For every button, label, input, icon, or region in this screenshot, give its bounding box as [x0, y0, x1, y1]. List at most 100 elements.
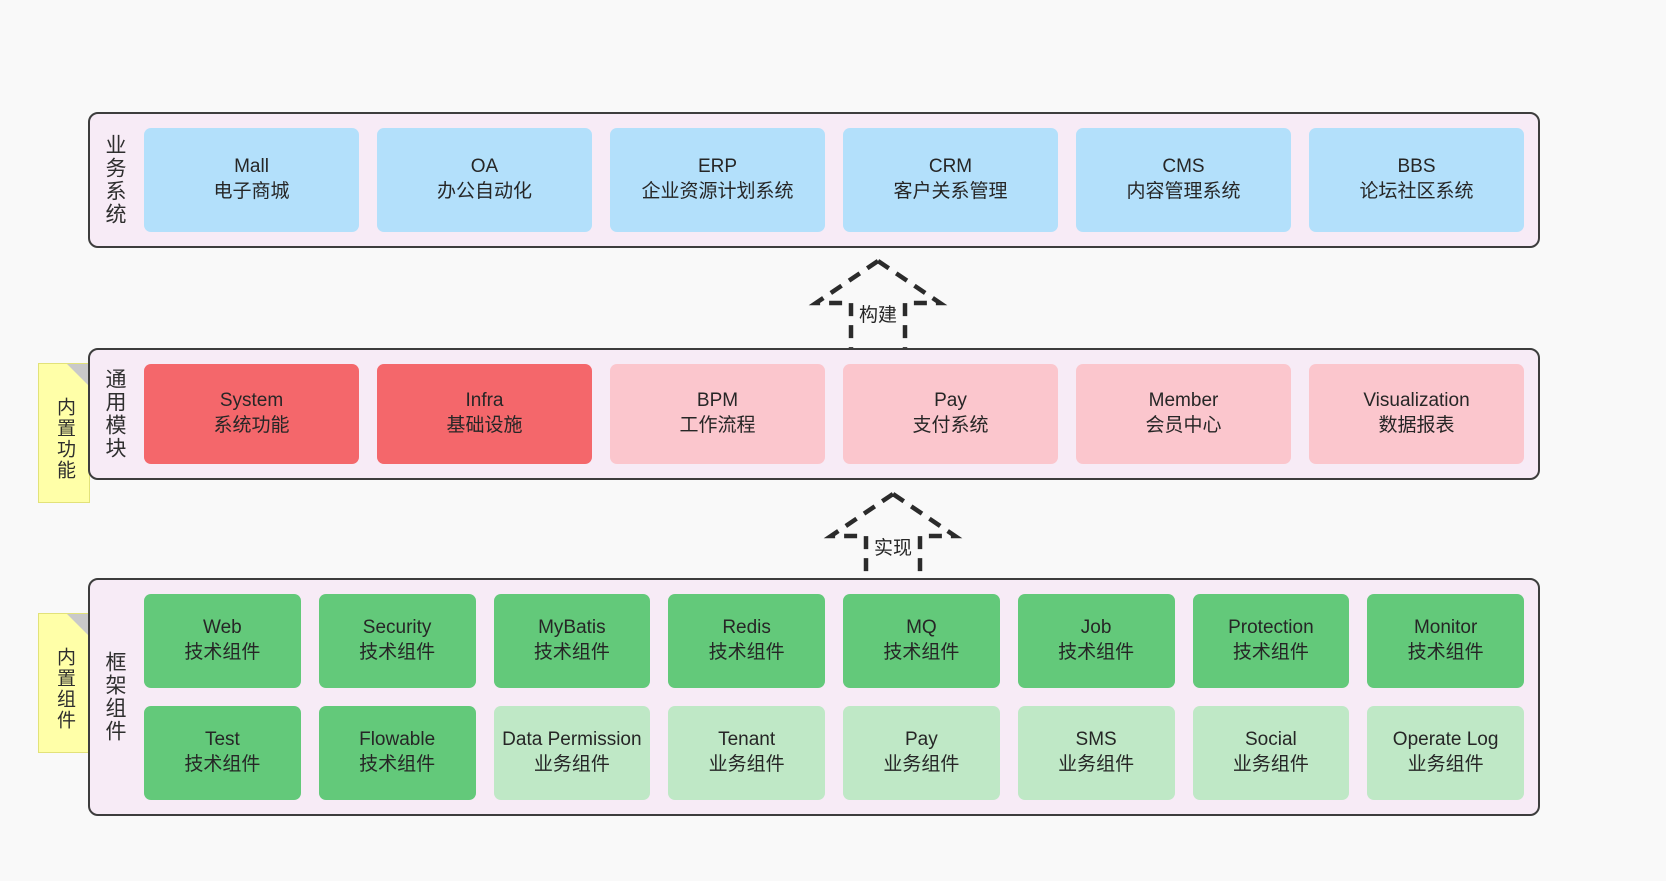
connector-implement-label: 实现	[870, 533, 916, 560]
card-subtitle: 技术组件	[883, 642, 960, 663]
card-subtitle: 论坛社区系统	[1359, 181, 1474, 202]
card-title: Redis	[722, 617, 771, 639]
card-web[interactable]: Web 技术组件	[144, 594, 301, 688]
sticky-note-label: 内置功能	[53, 397, 75, 481]
card-subtitle: 业务组件	[1407, 754, 1484, 775]
card-subtitle: 技术组件	[184, 642, 261, 663]
card-visualization[interactable]: Visualization 数据报表	[1309, 364, 1524, 464]
framework-components-cards: Web 技术组件 Security 技术组件 MyBatis 技术组件 Redi…	[138, 580, 1538, 814]
layer-general-modules-caption: 通用模块	[103, 368, 127, 460]
connector-build: 构建	[798, 255, 958, 350]
card-social[interactable]: Social 业务组件	[1192, 706, 1350, 800]
card-protection[interactable]: Protection 技术组件	[1192, 594, 1350, 688]
card-mq[interactable]: MQ 技术组件	[843, 594, 1000, 688]
card-subtitle: 电子商城	[213, 181, 290, 202]
card-title: ERP	[697, 156, 738, 178]
framework-tech-row: Web 技术组件 Security 技术组件 MyBatis 技术组件 Redi…	[144, 594, 1524, 688]
card-title: Data Permission	[502, 729, 642, 751]
card-title: Flowable	[359, 729, 436, 751]
card-title: Security	[362, 617, 432, 639]
card-subtitle: 技术组件	[533, 642, 610, 663]
card-subtitle: 办公自动化	[436, 181, 532, 202]
card-title: Member	[1148, 390, 1219, 412]
card-cms[interactable]: CMS 内容管理系统	[1076, 128, 1291, 232]
card-subtitle: 业务组件	[1058, 754, 1135, 775]
card-erp[interactable]: ERP 企业资源计划系统	[610, 128, 825, 232]
card-mybatis[interactable]: MyBatis 技术组件	[493, 594, 651, 688]
card-subtitle: 业务组件	[708, 754, 785, 775]
card-subtitle: 技术组件	[1058, 642, 1135, 663]
card-title: Test	[204, 729, 240, 751]
card-system[interactable]: System 系统功能	[144, 364, 359, 464]
card-subtitle: 技术组件	[184, 754, 261, 775]
card-mall[interactable]: Mall 电子商城	[144, 128, 359, 232]
card-sms[interactable]: SMS 业务组件	[1017, 706, 1175, 800]
card-title: MyBatis	[538, 617, 606, 639]
layer-business-system: 业务系统 Mall 电子商城 OA 办公自动化 ERP 企业资源计划系统 CRM…	[88, 112, 1540, 248]
general-modules-row: System 系统功能 Infra 基础设施 BPM 工作流程 Pay 支付系统…	[144, 364, 1524, 464]
card-subtitle: 业务组件	[533, 754, 610, 775]
card-title: Pay	[905, 729, 938, 751]
card-title: BBS	[1397, 156, 1436, 178]
card-title: Social	[1245, 729, 1297, 751]
card-redis[interactable]: Redis 技术组件	[668, 594, 825, 688]
card-infra[interactable]: Infra 基础设施	[377, 364, 592, 464]
sticky-note-label: 内置组件	[53, 647, 75, 731]
card-subtitle: 支付系统	[912, 415, 989, 436]
card-title: Visualization	[1363, 390, 1470, 412]
card-data-permission[interactable]: Data Permission 业务组件	[493, 706, 651, 800]
card-subtitle: 技术组件	[359, 754, 436, 775]
card-subtitle: 技术组件	[1232, 642, 1309, 663]
card-subtitle: 技术组件	[1407, 642, 1484, 663]
card-title: Web	[203, 617, 242, 639]
card-subtitle: 业务组件	[1232, 754, 1309, 775]
card-title: Job	[1080, 617, 1112, 639]
card-title: CMS	[1162, 156, 1205, 178]
card-test[interactable]: Test 技术组件	[144, 706, 301, 800]
card-pay-component[interactable]: Pay 业务组件	[843, 706, 1000, 800]
card-title: Mall	[234, 156, 269, 178]
card-subtitle: 内容管理系统	[1126, 181, 1241, 202]
card-subtitle: 技术组件	[359, 642, 436, 663]
card-bpm[interactable]: BPM 工作流程	[610, 364, 825, 464]
layer-framework-components: 框架组件 Web 技术组件 Security 技术组件 MyBatis 技术组件…	[88, 578, 1540, 816]
sticky-note-builtin-component: 内置组件	[38, 613, 90, 753]
layer-framework-components-caption: 框架组件	[103, 651, 127, 743]
layer-general-modules: 通用模块 System 系统功能 Infra 基础设施 BPM 工作流程 Pay…	[88, 348, 1540, 480]
card-subtitle: 基础设施	[446, 415, 523, 436]
card-member[interactable]: Member 会员中心	[1076, 364, 1291, 464]
card-title: MQ	[906, 617, 937, 639]
card-title: CRM	[928, 156, 973, 178]
card-title: Tenant	[718, 729, 776, 751]
sticky-note-builtin-function: 内置功能	[38, 363, 90, 503]
card-crm[interactable]: CRM 客户关系管理	[843, 128, 1058, 232]
card-title: BPM	[696, 390, 739, 412]
card-monitor[interactable]: Monitor 技术组件	[1367, 594, 1524, 688]
card-title: Pay	[934, 390, 967, 412]
card-title: Operate Log	[1392, 729, 1499, 751]
framework-business-row: Test 技术组件 Flowable 技术组件 Data Permission …	[144, 706, 1524, 800]
card-title: SMS	[1075, 729, 1117, 751]
connector-implement: 实现	[813, 488, 973, 583]
card-subtitle: 技术组件	[708, 642, 785, 663]
card-oa[interactable]: OA 办公自动化	[377, 128, 592, 232]
connector-build-label: 构建	[855, 300, 901, 327]
business-system-row: Mall 电子商城 OA 办公自动化 ERP 企业资源计划系统 CRM 客户关系…	[144, 128, 1524, 232]
card-title: Monitor	[1413, 617, 1478, 639]
card-subtitle: 企业资源计划系统	[641, 181, 794, 202]
card-security[interactable]: Security 技术组件	[318, 594, 476, 688]
card-subtitle: 客户关系管理	[893, 181, 1008, 202]
card-subtitle: 会员中心	[1145, 415, 1222, 436]
card-title: Infra	[465, 390, 504, 412]
card-subtitle: 工作流程	[679, 415, 756, 436]
card-tenant[interactable]: Tenant 业务组件	[668, 706, 825, 800]
card-title: Protection	[1228, 617, 1314, 639]
general-modules-cards: System 系统功能 Infra 基础设施 BPM 工作流程 Pay 支付系统…	[138, 350, 1538, 478]
card-job[interactable]: Job 技术组件	[1017, 594, 1175, 688]
card-pay-module[interactable]: Pay 支付系统	[843, 364, 1058, 464]
card-operate-log[interactable]: Operate Log 业务组件	[1367, 706, 1524, 800]
card-bbs[interactable]: BBS 论坛社区系统	[1309, 128, 1524, 232]
card-title: OA	[470, 156, 499, 178]
card-flowable[interactable]: Flowable 技术组件	[318, 706, 476, 800]
